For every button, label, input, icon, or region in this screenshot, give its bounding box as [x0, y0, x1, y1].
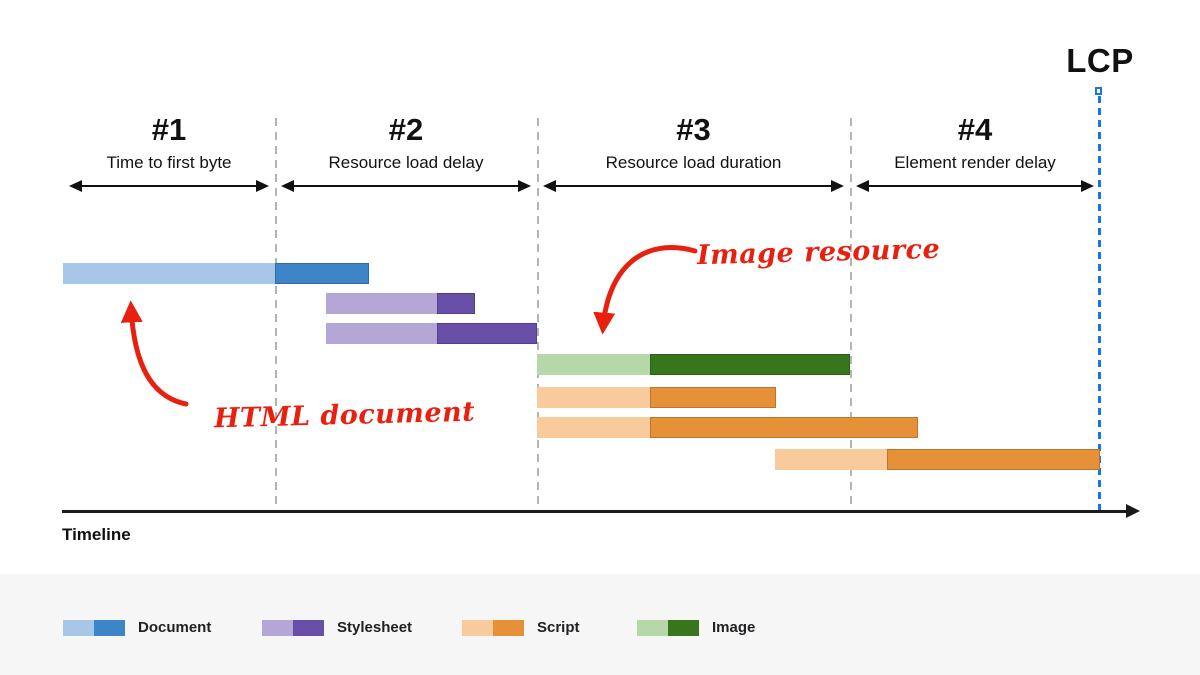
arrowhead-right-icon [831, 180, 844, 192]
arrowhead-left-icon [69, 180, 82, 192]
phase-number: #4 [957, 112, 993, 147]
legend-swatch-light [262, 620, 293, 636]
phase-range-arrow [281, 180, 531, 192]
phase-range-arrow [856, 180, 1094, 192]
phase-divider-dashed-line [850, 118, 852, 511]
bar-document-dark-segment [275, 263, 369, 284]
arrowhead-right-icon [518, 180, 531, 192]
bar-stylesheet-light-segment [326, 293, 437, 314]
arrowhead-left-icon [543, 180, 556, 192]
phase-label: Resource load duration [605, 153, 782, 172]
phase-divider-dashed-line [275, 118, 277, 511]
bar-script-light-segment [775, 449, 887, 470]
bar-script-dark-segment [650, 387, 776, 408]
bar-stylesheet-light-segment [326, 323, 437, 344]
bar-document-light-segment [63, 263, 275, 284]
lcp-marker-icon [1095, 87, 1102, 95]
timeline-axis-arrowhead-icon [1126, 504, 1140, 518]
phase-label: Time to first byte [106, 153, 232, 172]
phase-number: #1 [151, 112, 187, 147]
phase-range-arrow [543, 180, 844, 192]
phase-divider-dashed-line [537, 118, 539, 511]
bar-image-dark-segment [650, 354, 850, 375]
bar-script-light-segment [537, 417, 650, 438]
legend-swatch-light [462, 620, 493, 636]
annotation-html-document: HTML document [213, 396, 476, 435]
bar-script-light-segment [537, 387, 650, 408]
annotation-image-resource: Image resource [696, 233, 941, 272]
legend-swatch-light [637, 620, 668, 636]
legend-swatch-dark [94, 620, 125, 636]
bar-image-light-segment [537, 354, 650, 375]
legend-label: Script [537, 619, 580, 636]
bar-stylesheet-dark-segment [437, 293, 475, 314]
bar-stylesheet-dark-segment [437, 323, 537, 344]
legend-swatch-dark [293, 620, 324, 636]
arrowhead-left-icon [281, 180, 294, 192]
timeline-label: Timeline [62, 525, 131, 544]
phase-label: Element render delay [894, 153, 1056, 172]
html-document-arrow-icon [120, 300, 189, 407]
lcp-title: LCP [1066, 42, 1134, 79]
legend-swatch-dark [493, 620, 524, 636]
phase-number: #3 [676, 112, 711, 147]
legend-label: Document [138, 619, 212, 636]
image-resource-arrow-icon [593, 245, 698, 335]
bar-script-dark-segment [887, 449, 1100, 470]
legend: Document Stylesheet Script Image [0, 574, 1200, 675]
lcp-dashed-line [1098, 96, 1101, 511]
legend-swatch-dark [668, 620, 699, 636]
arrowhead-left-icon [856, 180, 869, 192]
arrowhead-right-icon [256, 180, 269, 192]
legend-label: Image [712, 619, 756, 636]
legend-label: Stylesheet [337, 619, 413, 636]
bar-script-dark-segment [650, 417, 918, 438]
timeline-axis [62, 510, 1128, 513]
phase-range-arrow [69, 180, 269, 192]
phase-number: #2 [388, 112, 424, 147]
legend-swatch-light [63, 620, 94, 636]
arrowhead-right-icon [1081, 180, 1094, 192]
phase-label: Resource load delay [328, 153, 484, 172]
